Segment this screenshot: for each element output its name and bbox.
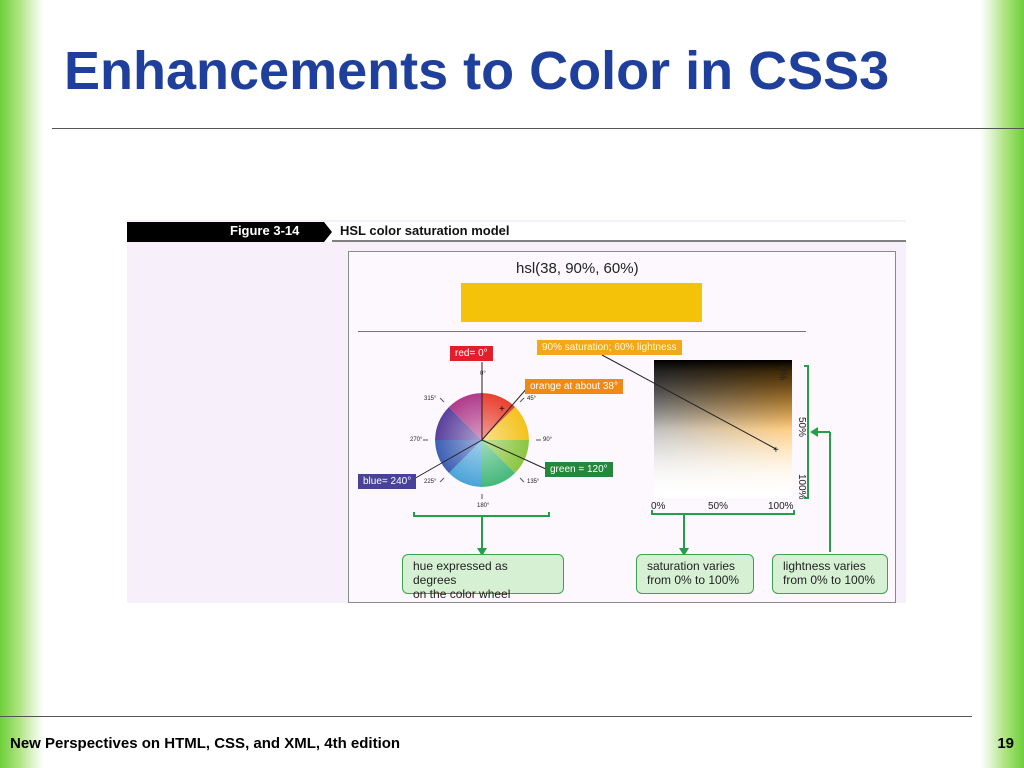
hue-callout-line-1: hue expressed as degrees: [413, 559, 508, 587]
tick-label-270: 270°: [410, 437, 423, 443]
figure-number: Figure 3-14: [230, 223, 300, 238]
saturation-callout-line-1: saturation varies: [647, 559, 736, 573]
orange-hue-tag: orange at about 38°: [525, 379, 623, 394]
bracket-lines: [413, 365, 831, 552]
figure-title: HSL color saturation model: [340, 223, 510, 238]
title-divider: [52, 128, 1024, 129]
hsl-color-swatch: [461, 283, 702, 322]
tick-label-0: 0°: [480, 371, 486, 377]
lightness-axis-50: 50%: [796, 417, 807, 438]
lightness-axis-100: 100%: [796, 474, 807, 500]
red-hue-tag: red= 0°: [450, 346, 493, 361]
tick-label-135: 135°: [527, 479, 540, 485]
left-green-edge: [0, 0, 44, 768]
panel-divider: [358, 331, 806, 332]
lightness-overlay: [654, 360, 792, 498]
figure-header-bar: [127, 222, 906, 242]
svg-text:+: +: [773, 445, 779, 456]
hue-callout-line-2: on the color wheel: [413, 587, 511, 601]
saturation-axis-50: 50%: [708, 501, 729, 512]
slide-title: Enhancements to Color in CSS3: [64, 41, 890, 101]
slide-number: 19: [997, 735, 1014, 752]
lightness-callout-line-1: lightness varies: [783, 559, 866, 573]
saturation-lightness-tag: 90% saturation; 60% lightness: [537, 340, 682, 355]
saturation-axis-100: 100%: [768, 501, 794, 512]
tick-label-45: 45°: [527, 396, 537, 402]
hue-callout: hue expressed as degrees on the color wh…: [402, 554, 564, 601]
green-hue-tag: green = 120°: [545, 462, 613, 477]
tick-label-180: 180°: [477, 503, 490, 509]
saturation-callout-line-2: from 0% to 100%: [647, 573, 740, 587]
lightness-callout: lightness varies from 0% to 100%: [772, 554, 888, 594]
blue-hue-tag: blue= 240°: [358, 474, 417, 489]
hsl-value-label: hsl(38, 90%, 60%): [516, 260, 639, 277]
wheel-pointer-lines: [411, 354, 777, 481]
footer-divider: [0, 716, 972, 717]
saturation-axis-0: 0%: [651, 501, 666, 512]
lightness-callout-line-2: from 0% to 100%: [783, 573, 876, 587]
tick-label-225: 225°: [424, 479, 437, 485]
tick-label-90: 90°: [543, 437, 553, 443]
tick-label-315: 315°: [424, 396, 437, 402]
bracket-arrowheads: [477, 427, 818, 556]
footer-text: New Perspectives on HTML, CSS, and XML, …: [10, 735, 401, 752]
lightness-axis-0: 0%: [777, 366, 788, 381]
svg-text:+: +: [499, 404, 505, 415]
saturation-callout: saturation varies from 0% to 100%: [636, 554, 754, 594]
